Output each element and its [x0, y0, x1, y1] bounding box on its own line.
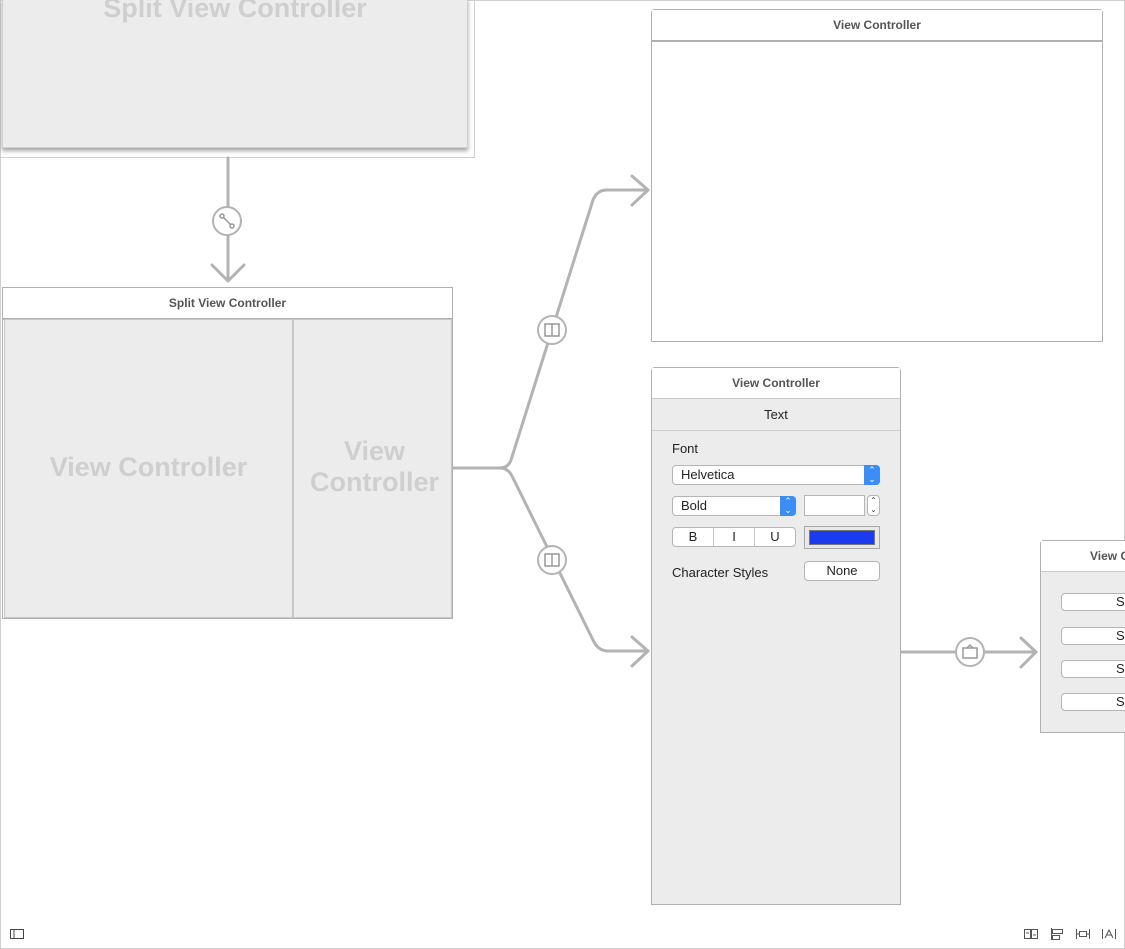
scene-title: Split View Controller	[3, 288, 452, 320]
underline-button[interactable]: U	[770, 529, 780, 544]
text-style-segmented-control[interactable]: B I U	[672, 527, 796, 547]
view-controller-scene-right[interactable]: View C S S S S	[1040, 540, 1125, 733]
detail-pane[interactable]: View Controller	[293, 319, 452, 618]
stack-button-2[interactable]: S	[1061, 627, 1125, 645]
split-master-segue-icon[interactable]	[537, 545, 567, 575]
character-styles-label: Character Styles	[672, 565, 769, 580]
font-size-stepper[interactable]: ⌃⌄	[867, 495, 880, 516]
italic-button[interactable]: I	[714, 528, 755, 546]
text-color-swatch	[809, 530, 875, 545]
font-label: Font	[672, 441, 699, 456]
top-split-scene[interactable]: Split View Controller	[2, 0, 468, 148]
text-color-well[interactable]	[804, 526, 880, 549]
embed-stack-icon[interactable]	[1023, 926, 1039, 942]
font-size-field[interactable]	[804, 495, 865, 516]
split-view-controller-scene[interactable]: Split View Controller View Controller Vi…	[2, 287, 453, 619]
stack-button-4[interactable]: S	[1061, 693, 1125, 711]
character-styles-button[interactable]: None	[804, 561, 880, 581]
split-detail-segue-icon[interactable]	[537, 315, 567, 345]
view-controller-scene-top[interactable]: View Controller	[651, 9, 1103, 342]
stack-button-1[interactable]: S	[1061, 593, 1125, 611]
relationship-segue-icon[interactable]	[212, 206, 242, 236]
scene-title: View Controller	[652, 10, 1102, 42]
scene-title: View Controller	[652, 368, 900, 399]
font-family-popup[interactable]: Helvetica ⌃⌄	[672, 465, 880, 485]
view-controller-scene-text[interactable]: View Controller Text Font Helvetica ⌃⌄ B…	[651, 367, 901, 905]
sidebar-toggle-icon[interactable]	[9, 926, 25, 942]
detail-pane-label: View Controller	[309, 436, 439, 498]
stack-button-3[interactable]: S	[1061, 660, 1125, 678]
font-weight-popup[interactable]: Bold ⌃⌄	[672, 496, 796, 516]
font-family-value: Helvetica	[681, 467, 735, 482]
master-pane[interactable]: View Controller	[4, 319, 293, 618]
pin-icon[interactable]	[1075, 926, 1091, 942]
show-segue-icon[interactable]	[955, 637, 985, 667]
resolve-issues-icon[interactable]	[1101, 926, 1117, 942]
chevron-updown-icon: ⌃⌄	[864, 465, 880, 485]
top-split-scene-label: Split View Controller	[103, 0, 367, 23]
panel-title: Text	[764, 407, 788, 422]
panel-header: Text	[652, 399, 900, 431]
chevron-updown-icon: ⌃⌄	[780, 496, 796, 516]
bold-button[interactable]: B	[673, 528, 714, 546]
scene-title-wrapper: View C	[1041, 541, 1125, 572]
top-split-scene-frame	[0, 0, 475, 158]
align-icon[interactable]	[1049, 926, 1065, 942]
scene-title: View C	[1090, 549, 1125, 563]
master-pane-label: View Controller	[49, 452, 248, 482]
font-weight-value: Bold	[681, 498, 708, 513]
